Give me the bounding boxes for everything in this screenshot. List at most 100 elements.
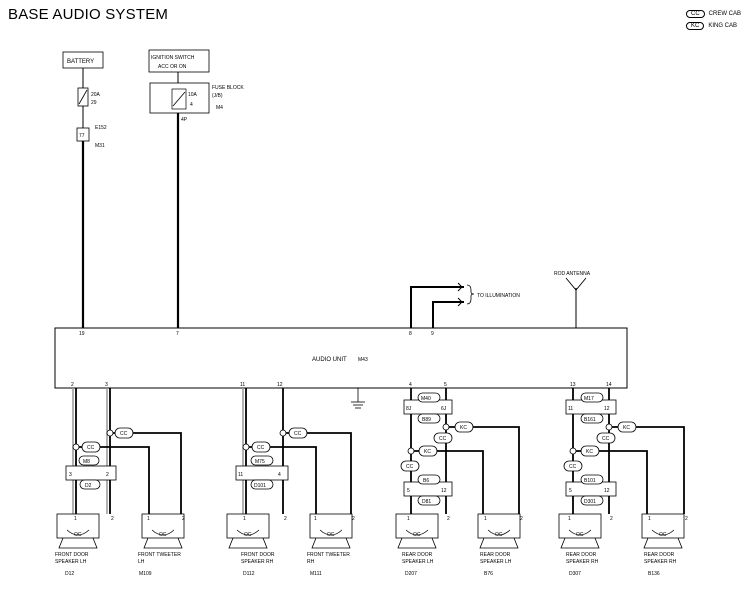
- pin-label: 12: [277, 382, 283, 388]
- pin-label: 14: [606, 382, 612, 388]
- speakers: [56, 513, 685, 549]
- speaker-caption: FRONT DOOR: [55, 552, 89, 558]
- fuse-block-ref: M4: [216, 105, 223, 111]
- pin-label: 19: [79, 331, 85, 337]
- speaker-caption: SPEAKER RH: [644, 559, 677, 565]
- connector-pin: 11: [568, 406, 573, 412]
- antenna-label: ROD ANTENNA: [554, 271, 591, 277]
- option-kc: KC: [586, 449, 593, 455]
- speaker-ref: D307: [569, 571, 581, 577]
- speaker-pin: 2: [685, 516, 688, 522]
- legend-code: CC: [685, 10, 705, 18]
- pin-label: 8: [409, 331, 412, 337]
- connector-ref: B161: [584, 417, 596, 423]
- option-kc: KC: [460, 425, 467, 431]
- speaker-pin: 1: [568, 516, 571, 522]
- connector-pin: 12: [441, 488, 447, 494]
- speaker-pin: 2: [182, 516, 185, 522]
- speaker-pin: 2: [284, 516, 287, 522]
- speaker-pin: 1: [147, 516, 150, 522]
- speaker-ref: B136: [648, 571, 660, 577]
- option-ovals: [78, 392, 637, 506]
- speaker-ref: D12: [65, 571, 74, 577]
- speaker-caption: SPEAKER RH: [241, 559, 274, 565]
- connector-ref: D2: [85, 483, 92, 489]
- option-cc: CC: [120, 431, 128, 437]
- fuse-block-label-1: FUSE BLOCK: [212, 85, 244, 91]
- speaker-ref: M109: [139, 571, 152, 577]
- speaker-ref: M111: [310, 571, 322, 577]
- connector-code: M75: [255, 459, 265, 465]
- junction-dots: [72, 423, 613, 455]
- pin-label: 5: [444, 382, 447, 388]
- speaker-pin: 1: [648, 516, 651, 522]
- page-title: BASE AUDIO SYSTEM: [8, 6, 169, 23]
- ignition-switch-box: [148, 49, 210, 73]
- connector-code: B101: [584, 478, 596, 484]
- audio-unit-box: [54, 327, 628, 389]
- connector-ref: B89: [422, 417, 431, 423]
- speaker-mark: OC: [495, 532, 503, 538]
- option-kc: KC: [424, 449, 431, 455]
- speaker-ref: D112: [243, 571, 255, 577]
- battery-connector: 77: [79, 133, 85, 139]
- connector-pin: 12: [604, 488, 610, 494]
- speaker-pin: 1: [243, 516, 246, 522]
- speaker-pin: 2: [352, 516, 355, 522]
- legend-king-cab: KC KING CAB: [685, 22, 741, 30]
- connector-pin: 5: [569, 488, 572, 494]
- option-cc: CC: [602, 436, 610, 442]
- speaker-ref: D207: [405, 571, 417, 577]
- diagram-labels: BATTERY 20A 2 9 77 E152 M31 IGNITION SWIT…: [55, 55, 688, 577]
- fuse-block-label-2: (J/B): [212, 93, 223, 99]
- speaker-mark: OC: [244, 532, 252, 538]
- ignition-label-2: ACC OR ON: [158, 64, 187, 70]
- battery-label: BATTERY: [67, 59, 94, 65]
- speaker-mark: OC: [413, 532, 421, 538]
- speaker-pin: 1: [484, 516, 487, 522]
- speaker-mark: OC: [159, 532, 167, 538]
- speaker-ref: B76: [484, 571, 493, 577]
- wire-illum-9: [432, 301, 464, 328]
- speaker-pin: 1: [74, 516, 77, 522]
- speaker-pin: 2: [520, 516, 523, 522]
- speaker-caption: REAR DOOR: [566, 552, 597, 558]
- wire-illum-8: [410, 286, 464, 328]
- pin-label: 13: [570, 382, 576, 388]
- connector-ref: D81: [422, 499, 431, 505]
- battery-ref-2: M31: [95, 143, 105, 149]
- option-cc: CC: [257, 445, 265, 451]
- connector-pin: 12: [604, 406, 610, 412]
- battery-ref-1: E152: [95, 125, 107, 131]
- connector-code: B6: [423, 478, 429, 484]
- ignition-label-1: IGNITION SWITCH: [151, 55, 195, 61]
- antenna-icon: [565, 277, 587, 291]
- option-cc: CC: [87, 445, 95, 451]
- legend-crew-cab: CC CREW CAB: [685, 10, 741, 18]
- connector-pin: 5: [407, 488, 410, 494]
- pin-label: 7: [176, 331, 179, 337]
- pin-label: 9: [431, 331, 434, 337]
- option-cc: CC: [406, 464, 414, 470]
- legend-label: KING CAB: [708, 23, 738, 29]
- connector-code: M8: [83, 459, 90, 465]
- fuse-block-pin: 4P: [181, 117, 188, 123]
- pin-label: 11: [240, 382, 245, 388]
- connector-ref: D301: [584, 499, 596, 505]
- illumination-label: TO ILLUMINATION: [477, 293, 520, 299]
- pin-label: 4: [409, 382, 412, 388]
- speaker-caption: FRONT TWEETER: [138, 552, 181, 558]
- speaker-mark: OC: [576, 532, 584, 538]
- option-kc: KC: [623, 425, 630, 431]
- connector-boxes: [65, 399, 617, 497]
- option-cc: CC: [439, 436, 447, 442]
- speaker-mark: OC: [659, 532, 667, 538]
- speaker-caption: REAR DOOR: [480, 552, 511, 558]
- battery-fuse-rating: 20A: [91, 92, 101, 98]
- speaker-pin: 1: [314, 516, 317, 522]
- speaker-caption: FRONT TWEETER: [307, 552, 350, 558]
- connector-code: M17: [584, 396, 594, 402]
- speaker-caption: REAR DOOR: [644, 552, 675, 558]
- speaker-pin: 2: [111, 516, 114, 522]
